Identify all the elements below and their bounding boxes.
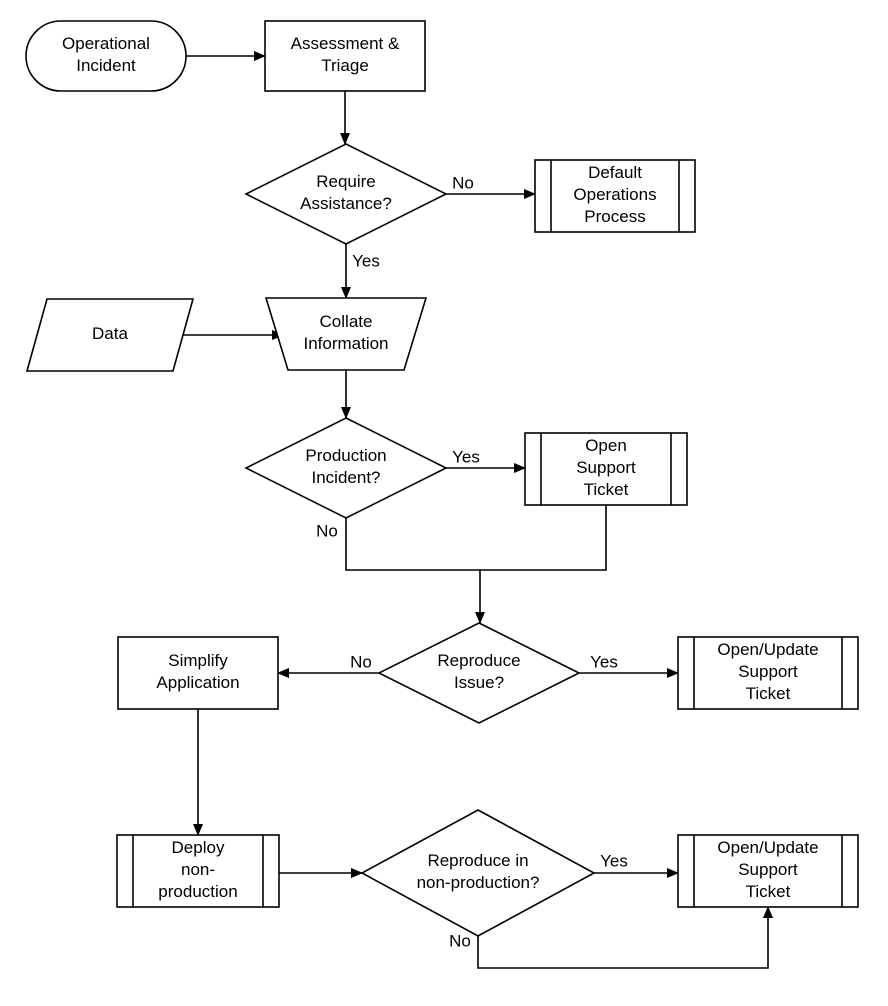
edge-label-no: No: [350, 652, 372, 671]
simplify-application-label-line: Simplify: [168, 651, 228, 670]
deploy-nonproduction-node: Deploy non-production: [116, 834, 280, 908]
open-update-ticket-2-predefined-shape: [677, 834, 859, 908]
reproduce-nonproduction-decision-shape: [360, 809, 596, 937]
assessment-triage-node: Assessment & Triage: [264, 20, 426, 92]
default-operations-predefined-shape: [534, 159, 696, 233]
open-update-ticket-2-label-line: Support: [738, 860, 798, 879]
require-assistance-decision-shape: [244, 143, 448, 245]
open-support-ticket-label-line: Support: [576, 458, 636, 477]
default-operations-label-line: Operations: [573, 185, 656, 204]
production-incident-decision-shape: [244, 417, 448, 519]
reproduce-nonproduction-label-line: Reproduce in: [427, 851, 528, 870]
edge-label-no: No: [449, 931, 471, 950]
reproduce-issue-label-line: Issue?: [454, 673, 504, 692]
data-node: Data: [25, 298, 195, 372]
require-assistance-label-line: Require: [316, 172, 376, 191]
simplify-application-process-shape: [117, 636, 279, 710]
deploy-nonproduction-label: Deploy non-production: [158, 838, 237, 901]
operational-incident-terminal-shape: [25, 20, 187, 92]
operational-incident-label-line: Incident: [76, 56, 136, 75]
open-support-ticket-label-line: Open: [585, 436, 627, 455]
open-support-ticket-predefined-shape: [524, 432, 688, 506]
edge-open-support-ticket-to-reproduce-issue: [480, 505, 607, 571]
deploy-nonproduction-label-line: non-: [181, 860, 215, 879]
open-support-ticket-label-line: Ticket: [584, 480, 629, 499]
operational-incident-label-line: Operational: [62, 34, 150, 53]
edge-label-yes: Yes: [352, 251, 380, 270]
data-label-line: Data: [92, 324, 128, 343]
assessment-triage-label: Assessment & Triage: [291, 34, 400, 75]
reproduce-nonproduction-node: Reproduce in non-production?: [360, 809, 596, 937]
open-update-ticket-1-label-line: Ticket: [746, 684, 791, 703]
default-operations-label-line: Default: [588, 163, 642, 182]
reproduce-nonproduction-label-line: non-production?: [417, 873, 540, 892]
open-update-ticket-1-label-line: Support: [738, 662, 798, 681]
assessment-triage-label-line: Assessment &: [291, 34, 400, 53]
data-label: Data: [92, 324, 128, 343]
open-update-ticket-2-label-line: Open/Update: [717, 838, 818, 857]
edge-label-yes: Yes: [600, 851, 628, 870]
collate-information-label-line: Information: [303, 334, 388, 353]
edge-reproduce-nonproduction-to-open-update-ticket-2: [477, 906, 773, 969]
open-update-ticket-2-label-line: Ticket: [746, 882, 791, 901]
deploy-nonproduction-label-line: Deploy: [172, 838, 225, 857]
default-operations-label-line: Process: [584, 207, 645, 226]
collate-information-manual-shape: [264, 297, 428, 371]
simplify-application-label-line: Application: [156, 673, 239, 692]
reproduce-nonproduction-label: Reproduce in non-production?: [417, 851, 540, 892]
reproduce-issue-label-line: Reproduce: [437, 651, 520, 670]
edge-label-no: No: [316, 521, 338, 540]
collate-information-label-line: Collate: [320, 312, 373, 331]
edge-label-yes: Yes: [590, 652, 618, 671]
reproduce-issue-decision-shape: [377, 622, 581, 724]
edge-label-yes: Yes: [452, 447, 480, 466]
open-update-ticket-1-label-line: Open/Update: [717, 640, 818, 659]
assessment-triage-process-shape: [264, 20, 426, 92]
assessment-triage-label-line: Triage: [321, 56, 369, 75]
production-incident-label-line: Incident?: [312, 468, 381, 487]
edge-label-no: No: [452, 173, 474, 192]
require-assistance-label-line: Assistance?: [300, 194, 392, 213]
production-incident-label-line: Production: [305, 446, 386, 465]
deploy-nonproduction-predefined-shape: [116, 834, 280, 908]
data-data-shape: [25, 298, 195, 372]
open-update-ticket-1-predefined-shape: [677, 636, 859, 710]
deploy-nonproduction-label-line: production: [158, 882, 237, 901]
edge-production-incident-to-reproduce-issue: [345, 518, 485, 624]
